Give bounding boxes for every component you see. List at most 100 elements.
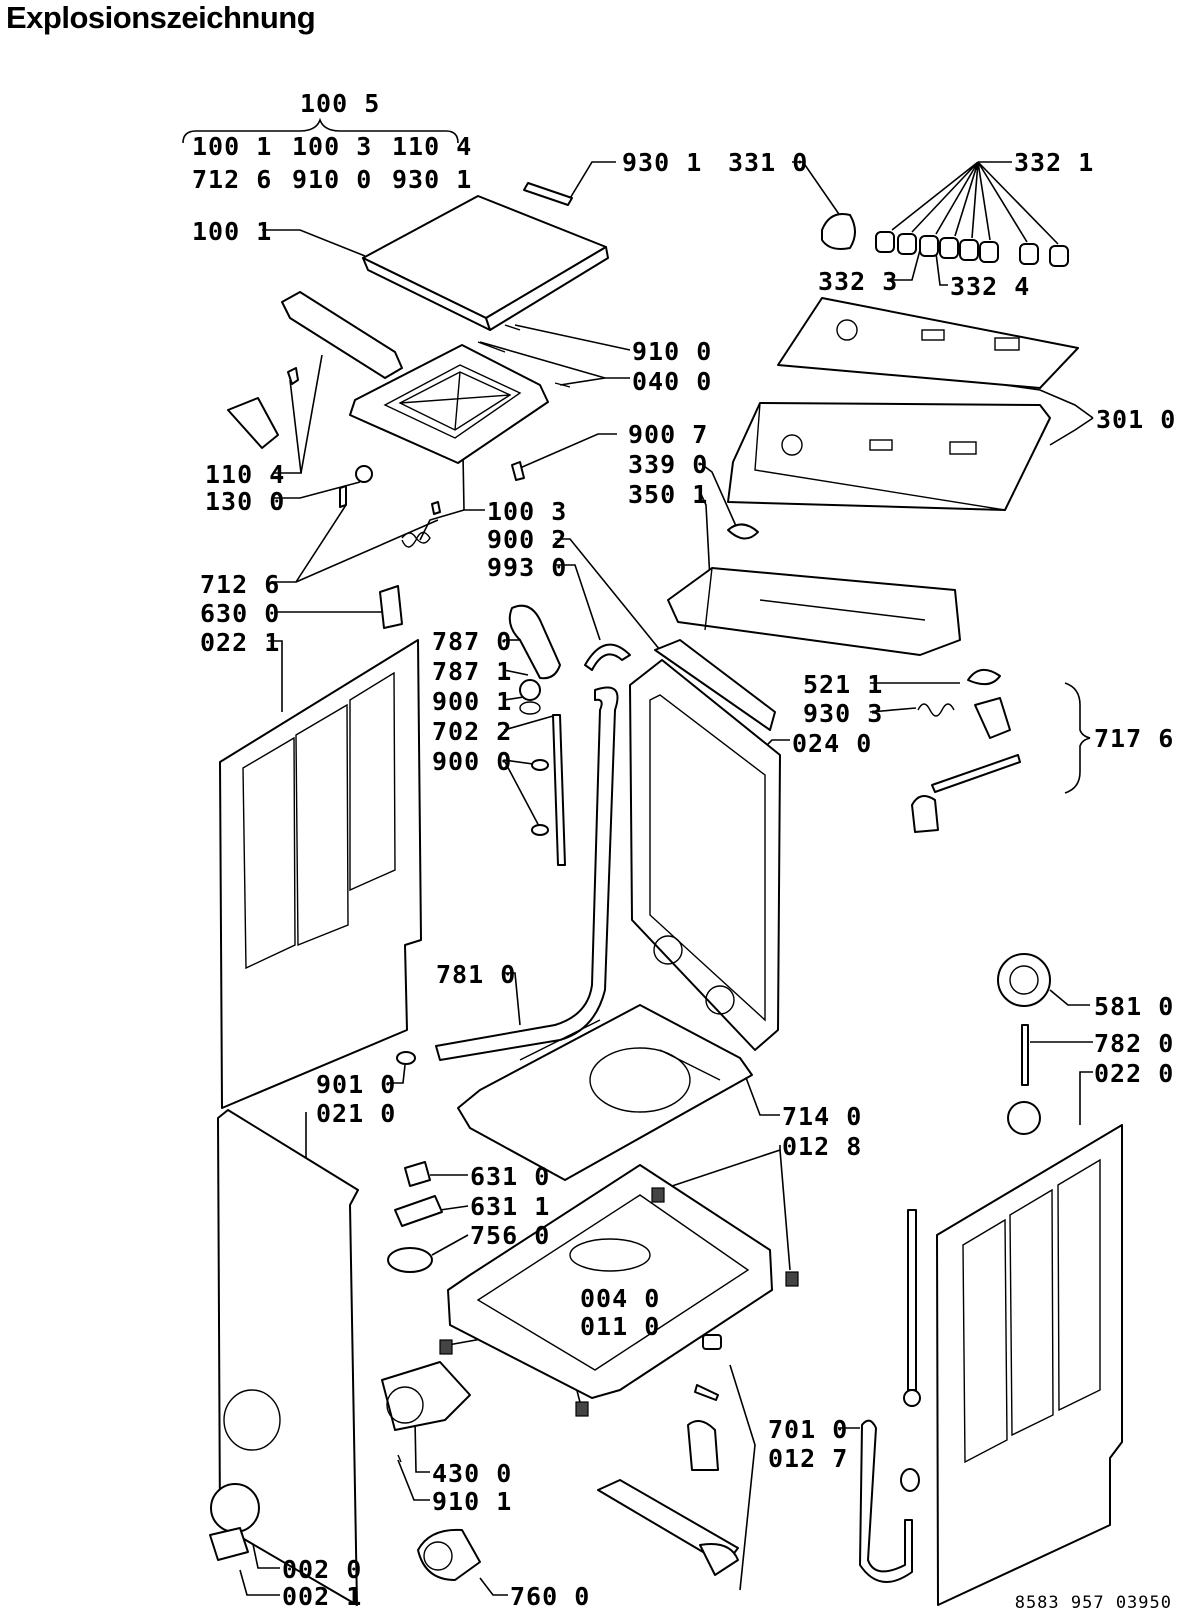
- part-small-pin: [287, 367, 299, 385]
- part-handle-bar: [281, 291, 403, 379]
- part-top-lid: [362, 195, 609, 331]
- label-781-0: 781 0: [436, 960, 516, 989]
- part-electronic-module: [667, 567, 961, 656]
- part-base-tray: [457, 1004, 753, 1181]
- part-feet: [439, 1187, 799, 1417]
- label-930-3: 930 3: [803, 699, 883, 728]
- label-332-3: 332 3: [818, 267, 898, 296]
- label-930-1: 930 1: [622, 148, 702, 177]
- part-drain-pump: [381, 1361, 471, 1431]
- part-support-rod: [907, 1209, 917, 1391]
- label-100-1-kit: 100 1: [192, 132, 272, 161]
- part-clip-631-0: [404, 1161, 431, 1187]
- label-040-0: 040 0: [632, 367, 712, 396]
- part-water-hose: [859, 1419, 913, 1583]
- part-side-panel-right: [936, 1124, 1123, 1606]
- label-930-1-kit: 930 1: [392, 165, 472, 194]
- part-drain-hose: [435, 686, 619, 1061]
- label-581-0: 581 0: [1094, 992, 1174, 1021]
- part-top-rail: [654, 639, 776, 731]
- part-base-frame: [447, 1164, 773, 1399]
- label-712-6-kit: 712 6: [192, 165, 272, 194]
- label-301-0: 301 0: [1096, 405, 1176, 434]
- part-hose-clamp: [396, 1051, 416, 1065]
- label-701-0: 701 0: [768, 1415, 848, 1444]
- label-521-1: 521 1: [803, 670, 883, 699]
- part-knob-main: [821, 213, 856, 250]
- label-110-4: 110 4: [205, 460, 285, 489]
- part-inlet-hose: [508, 604, 566, 866]
- label-024-0: 024 0: [792, 729, 872, 758]
- part-clip-631-1: [394, 1195, 443, 1227]
- label-787-1: 787 1: [432, 657, 512, 686]
- part-selector-disc: [727, 523, 759, 540]
- label-100-3: 100 3: [487, 497, 567, 526]
- part-valve-756: [387, 1247, 433, 1273]
- part-hinge-strip: [523, 182, 573, 206]
- label-901-0: 901 0: [316, 1070, 396, 1099]
- label-782-0: 782 0: [1094, 1029, 1174, 1058]
- part-clip-2: [431, 501, 441, 515]
- part-lock: [227, 397, 279, 449]
- label-910-0-kit: 910 0: [292, 165, 372, 194]
- part-flap-hinge: [209, 1527, 249, 1561]
- document-number: 8583 957 03950: [1014, 1593, 1172, 1613]
- label-900-1: 900 1: [432, 687, 512, 716]
- label-702-2: 702 2: [432, 717, 512, 746]
- leader-lines: [182, 117, 1094, 1596]
- part-control-panel: [727, 402, 1051, 511]
- part-program-buttons: [875, 231, 1069, 267]
- label-130-0: 130 0: [205, 487, 285, 516]
- label-002-1: 002 1: [282, 1582, 362, 1611]
- label-331-0: 331 0: [728, 148, 808, 177]
- label-004-0: 004 0: [580, 1284, 660, 1313]
- label-712-6: 712 6: [200, 570, 280, 599]
- part-block-630: [379, 585, 403, 629]
- label-910-0: 910 0: [632, 337, 712, 366]
- label-022-1: 022 1: [200, 628, 280, 657]
- part-screw-910: [504, 324, 521, 331]
- label-631-1: 631 1: [470, 1192, 550, 1221]
- label-717-6: 717 6: [1094, 724, 1174, 753]
- part-spring: [401, 531, 431, 548]
- label-012-7: 012 7: [768, 1444, 848, 1473]
- label-900-7: 900 7: [628, 420, 708, 449]
- label-631-0: 631 0: [470, 1162, 550, 1191]
- part-service-flap: [210, 1483, 260, 1533]
- part-clip-900-7: [511, 461, 525, 481]
- label-332-4: 332 4: [950, 272, 1030, 301]
- part-clip: [339, 485, 347, 508]
- part-door-lock-set: [911, 669, 1021, 833]
- label-100-3-kit: 100 3: [292, 132, 372, 161]
- label-900-0: 900 0: [432, 747, 512, 776]
- part-rod-seal: [903, 1389, 921, 1407]
- label-002-0: 002 0: [282, 1555, 362, 1584]
- label-021-0: 021 0: [316, 1099, 396, 1128]
- part-labels: 100 5 100 1 100 3 110 4 712 6 910 0 930 …: [192, 89, 1176, 1611]
- label-011-0: 011 0: [580, 1312, 660, 1341]
- label-100-1: 100 1: [192, 217, 272, 246]
- label-100-5: 100 5: [300, 89, 380, 118]
- label-430-0: 430 0: [432, 1459, 512, 1488]
- part-drain-filter: [417, 1528, 481, 1581]
- label-332-1: 332 1: [1014, 148, 1094, 177]
- label-022-0: 022 0: [1094, 1059, 1174, 1088]
- label-756-0: 756 0: [470, 1221, 550, 1250]
- part-control-foil: [777, 297, 1079, 389]
- part-seal-ring: [900, 1468, 920, 1492]
- part-rod-040: [477, 341, 571, 388]
- part-heating-element: [997, 953, 1051, 1135]
- label-110-4-kit: 110 4: [392, 132, 472, 161]
- label-012-8: 012 8: [782, 1132, 862, 1161]
- part-screw-910-1: [397, 1454, 402, 1463]
- label-339-0: 339 0: [628, 450, 708, 479]
- label-350-1: 350 1: [628, 480, 708, 509]
- label-787-0: 787 0: [432, 627, 512, 656]
- part-side-panel-left: [219, 639, 422, 1109]
- part-support-arms: [597, 1334, 739, 1576]
- label-760-0: 760 0: [510, 1582, 590, 1611]
- label-714-0: 714 0: [782, 1102, 862, 1131]
- part-lid-frame: [349, 344, 549, 464]
- page-title: Explosionszeichnung: [6, 0, 316, 35]
